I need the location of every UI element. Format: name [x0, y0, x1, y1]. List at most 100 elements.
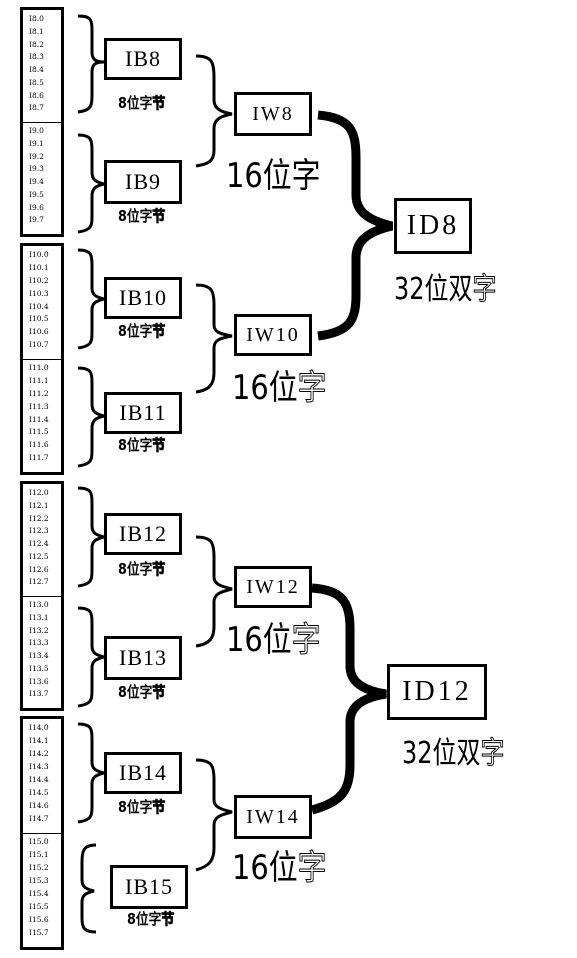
- byte-size-label: 8位字节: [118, 436, 166, 455]
- ib9-label: IB9: [125, 169, 161, 194]
- bit-address: I11.2: [29, 388, 49, 398]
- iw14-label: IW14: [246, 805, 300, 828]
- byte-size-label: 8位字节: [118, 683, 166, 702]
- bit-address: I8.5: [29, 77, 44, 87]
- ib12-box: IB12: [104, 513, 182, 555]
- bit-address: I13.3: [29, 638, 49, 648]
- bit-address: I9.1: [29, 138, 44, 148]
- bit-address: I10.4: [29, 301, 49, 311]
- ib15-box: IB15: [110, 865, 188, 909]
- brace-iw10: [195, 283, 233, 394]
- bit-address: I8.0: [29, 14, 44, 23]
- brace-ib10: [77, 248, 105, 350]
- iw10-box: IW10: [234, 314, 312, 356]
- brace-iw12: [195, 535, 233, 648]
- ib9-box: IB9: [104, 160, 182, 204]
- brace-iw8: [195, 54, 233, 168]
- bit-address: I8.7: [29, 103, 44, 113]
- byte-size-label: 8位字节: [118, 94, 166, 113]
- bit-address: I15.6: [29, 915, 49, 924]
- bit-address: I11.4: [29, 414, 49, 424]
- id12-box: ID12: [387, 664, 487, 720]
- brace-ib9: [77, 133, 105, 234]
- bit-address: I14.3: [29, 762, 49, 771]
- word-size-label: 16位字: [226, 156, 321, 196]
- iw8-box: IW8: [234, 92, 312, 136]
- bit-address: I8.6: [29, 90, 44, 100]
- bit-address: I10.2: [29, 275, 49, 285]
- brace-ib12: [77, 486, 105, 588]
- bit-address: I8.3: [29, 52, 44, 62]
- brace-id12: [310, 583, 387, 815]
- ib11-box: IB11: [104, 392, 182, 434]
- bit-address: I9.7: [29, 215, 44, 225]
- bit-address: I13.0: [29, 600, 49, 609]
- bit-address: I11.6: [29, 440, 49, 450]
- brace-id8: [317, 110, 394, 341]
- bit-address: I12.5: [29, 551, 49, 561]
- bit-address: I8.4: [29, 65, 44, 74]
- brace-iw14: [195, 758, 233, 872]
- iw14-box: IW14: [234, 795, 312, 839]
- word-size-label: 16位字: [226, 620, 321, 661]
- bit-address: I10.6: [29, 327, 49, 337]
- bit-address: I14.4: [29, 775, 49, 784]
- bit-address: I13.6: [29, 676, 49, 686]
- bit-address: I8.1: [29, 26, 44, 36]
- ib12-label: IB12: [119, 521, 167, 546]
- brace-ib11: [77, 366, 105, 468]
- byte-size-label: 8位字节: [127, 910, 175, 929]
- byte-separator: [23, 596, 61, 597]
- dword-size-label: 32位双字: [394, 272, 497, 308]
- bit-address: I10.1: [29, 262, 49, 272]
- bit-address: I11.3: [29, 401, 49, 411]
- word-size-label: 16位字: [232, 368, 327, 409]
- bit-address: I15.3: [29, 876, 49, 885]
- bit-address: I9.4: [29, 177, 44, 186]
- bit-address: I15.4: [29, 889, 49, 898]
- bit-address: I10.5: [29, 314, 49, 324]
- byte-size-label: 8位字节: [118, 560, 166, 579]
- bit-address: I15.7: [29, 928, 49, 937]
- brace-ib8: [77, 14, 105, 114]
- iw8-label: IW8: [252, 102, 294, 125]
- bit-address: I12.4: [29, 539, 49, 548]
- word-size-label: 16位字: [232, 848, 327, 889]
- ib8-box: IB8: [104, 38, 182, 80]
- bit-address: I11.7: [29, 453, 49, 463]
- bit-address: I15.1: [29, 850, 49, 859]
- byte-size-label: 8位字节: [118, 322, 166, 341]
- bit-address: I12.0: [29, 488, 49, 497]
- bit-address: I13.2: [29, 625, 49, 635]
- ib14-label: IB14: [119, 760, 167, 785]
- bit-address: I14.2: [29, 749, 49, 758]
- iw10-label: IW10: [246, 323, 300, 346]
- id12-label: ID12: [402, 676, 472, 707]
- bit-address: I10.7: [29, 340, 49, 350]
- brace-ib13: [77, 606, 105, 708]
- bit-address: I9.5: [29, 189, 44, 199]
- bit-address: I13.5: [29, 663, 49, 673]
- bit-address: I15.2: [29, 863, 49, 872]
- bit-address: I12.3: [29, 526, 49, 536]
- bit-address: I9.2: [29, 151, 44, 161]
- byte-separator: [23, 833, 61, 834]
- bit-address: I14.0: [29, 723, 49, 732]
- bit-address: I13.7: [29, 689, 49, 699]
- brace-ib15: [80, 843, 97, 934]
- bit-address: I13.4: [29, 651, 49, 660]
- ib13-box: IB13: [104, 636, 182, 680]
- byte-separator: [23, 122, 61, 123]
- ib8-label: IB8: [125, 46, 161, 71]
- dword-size-label: 32位双字: [402, 736, 505, 772]
- ib14-box: IB14: [104, 752, 182, 794]
- bit-address: I11.0: [29, 363, 49, 372]
- bit-address: I14.1: [29, 736, 49, 745]
- bit-address: I9.6: [29, 202, 44, 212]
